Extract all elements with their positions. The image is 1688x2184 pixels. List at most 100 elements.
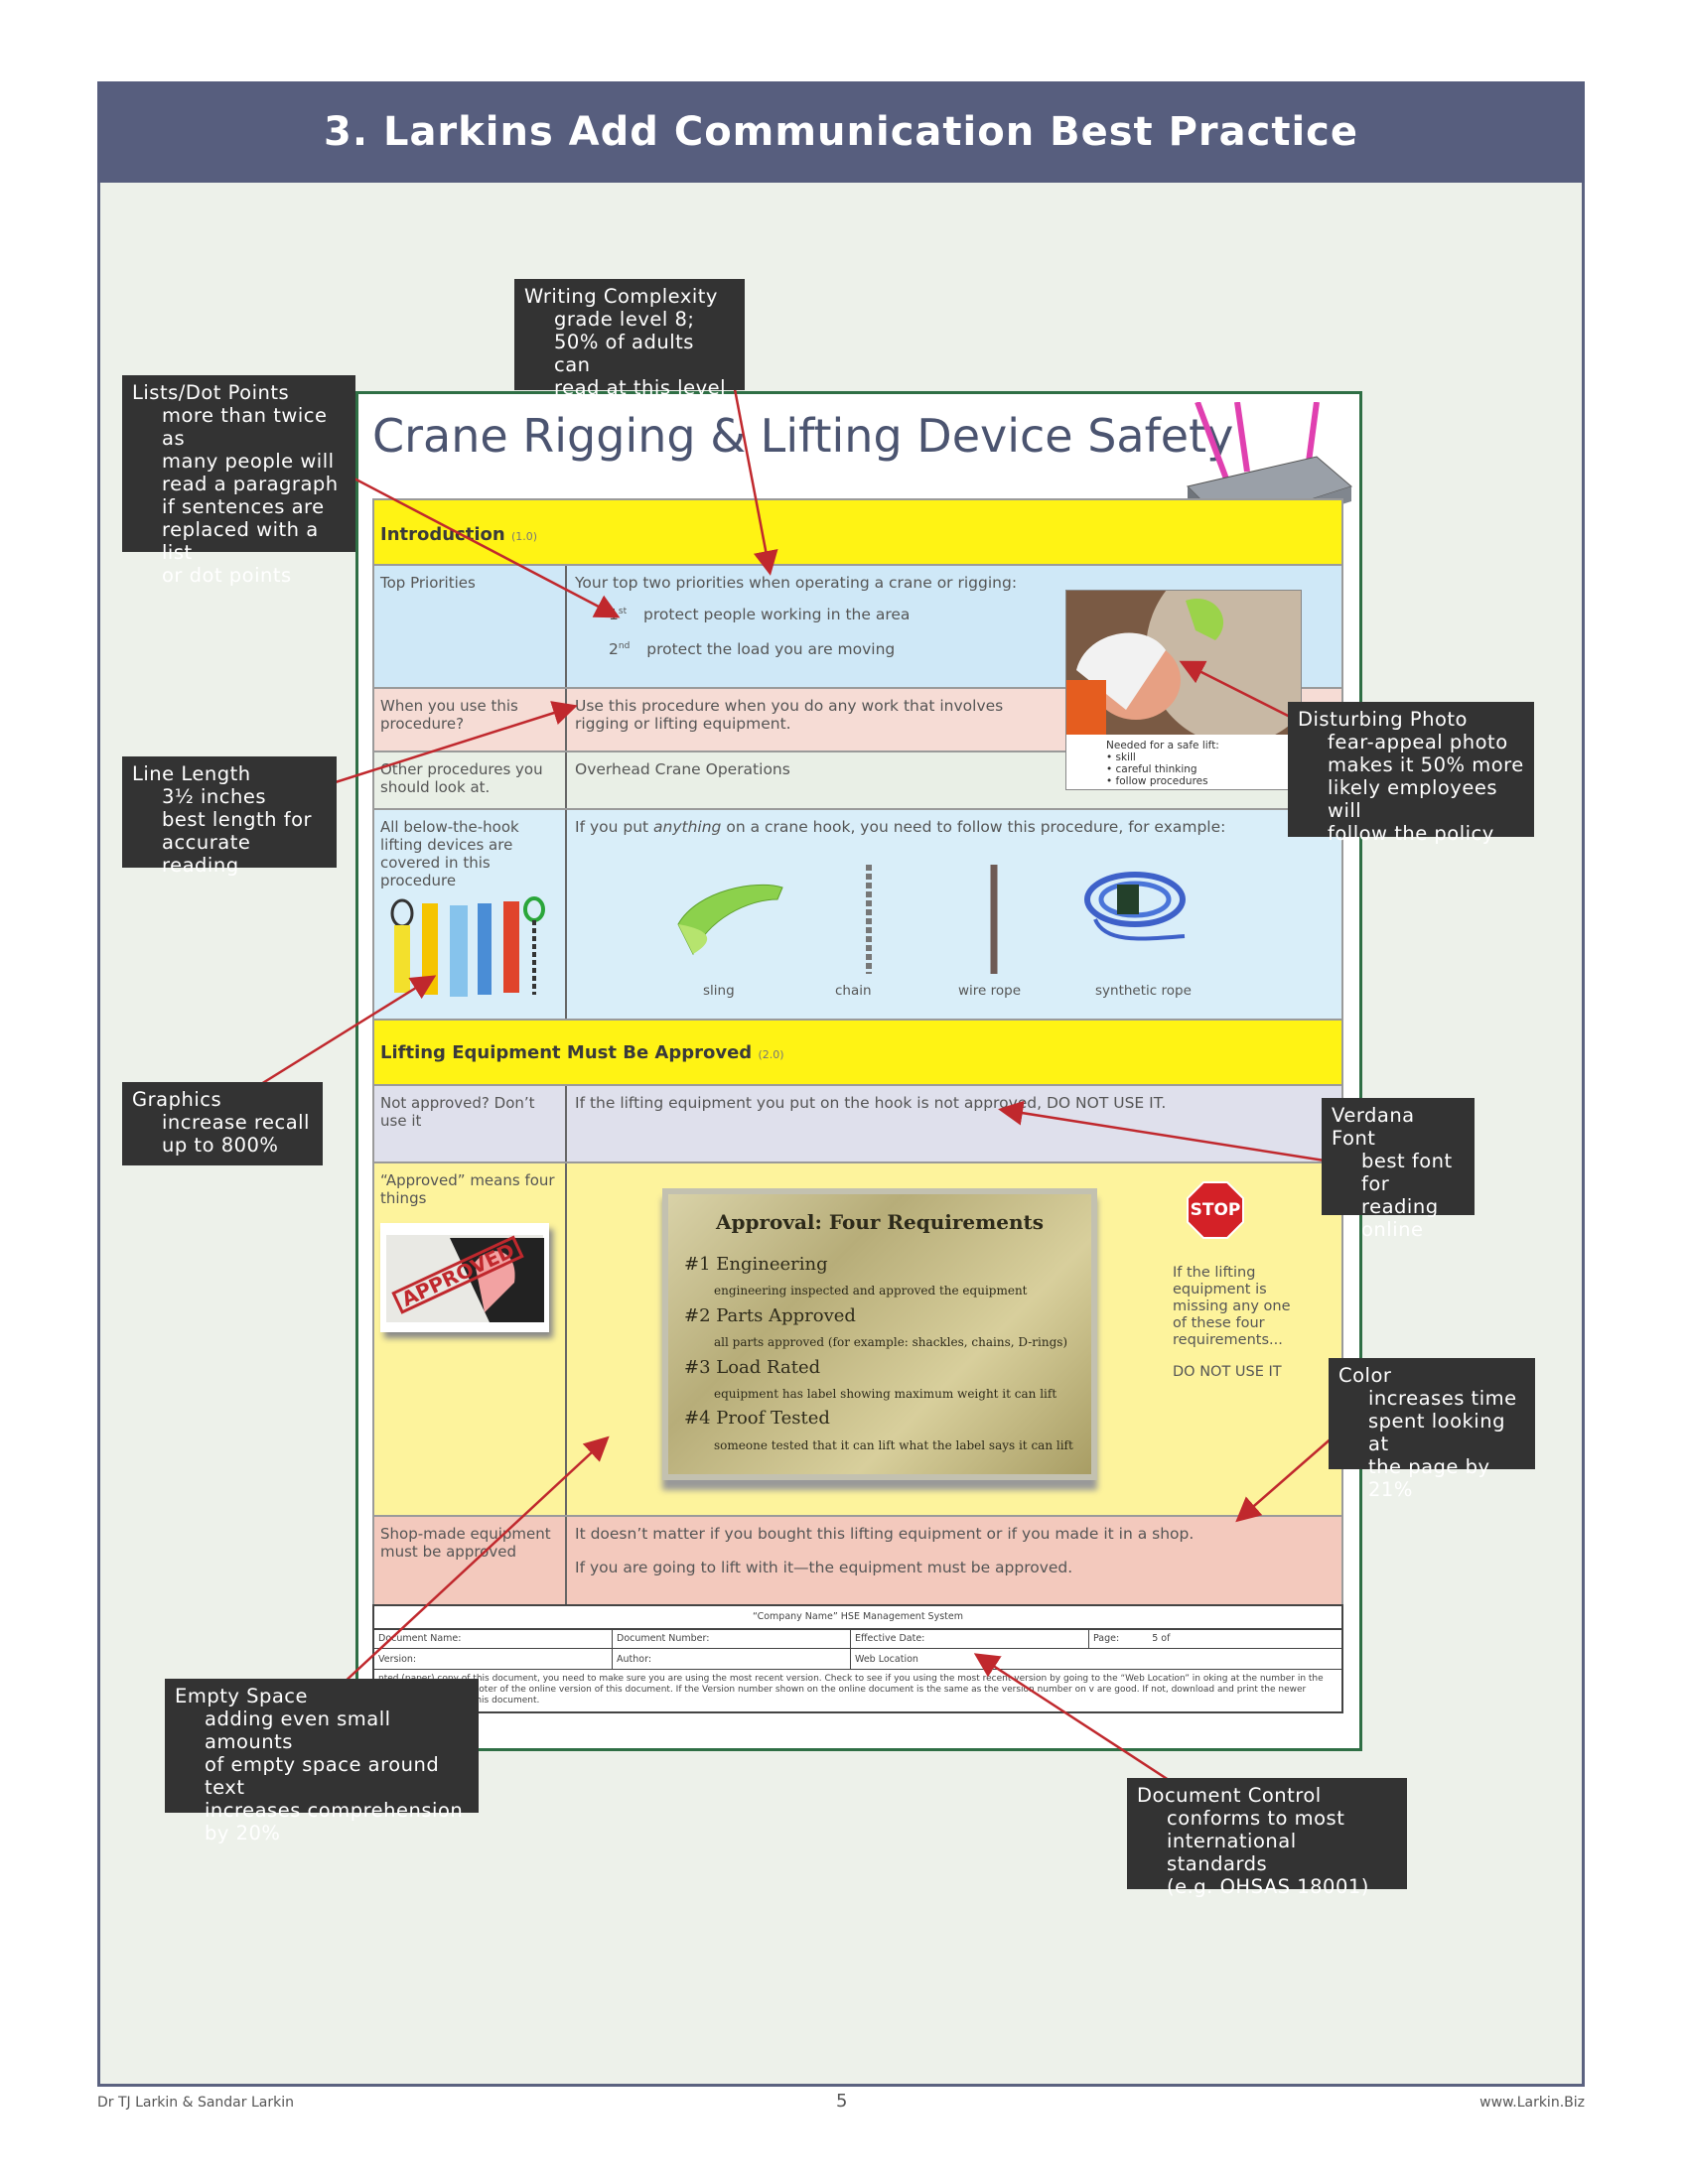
callout-heading: Empty Space bbox=[175, 1685, 309, 1707]
plaque-item: #1 Engineering bbox=[684, 1254, 828, 1275]
control-web-location: Web Location bbox=[851, 1649, 1341, 1670]
callout-lists: Lists/Dot Points more than twice as many… bbox=[122, 375, 355, 587]
section-introduction: Introduction (1.0) bbox=[372, 498, 1343, 564]
section-label: Lifting Equipment Must Be Approved bbox=[380, 1042, 753, 1063]
page-title: 3. Larkins Add Communication Best Practi… bbox=[324, 109, 1358, 155]
callout-heading: Verdana Font bbox=[1332, 1104, 1415, 1150]
devices-intro-post: on a crane hook, you need to follow this… bbox=[721, 818, 1226, 836]
callout-line: spent looking at bbox=[1368, 1410, 1505, 1455]
callout-writing-complexity: Writing Complexity grade level 8; 50% of… bbox=[514, 279, 745, 399]
priority-text: protect the load you are moving bbox=[646, 640, 896, 658]
plaque-item: #4 Proof Tested bbox=[684, 1408, 830, 1429]
stop-warning: DO NOT USE IT bbox=[1173, 1364, 1282, 1380]
priority-text: protect people working in the area bbox=[643, 606, 911, 623]
callout-line: increase recall bbox=[162, 1111, 310, 1134]
plaque-item-detail: all parts approved (for example: shackle… bbox=[714, 1335, 1068, 1349]
callout-verdana-font: Verdana Font best font for reading onlin… bbox=[1322, 1098, 1475, 1241]
photo-caption-item: • careful thinking bbox=[1106, 763, 1197, 775]
callout-line: 3½ inches bbox=[162, 785, 267, 808]
callout-line: increases comprehension bbox=[205, 1799, 464, 1822]
lifting-devices-icon bbox=[390, 896, 545, 997]
document-title: Crane Rigging & Lifting Device Safety bbox=[372, 409, 1234, 463]
photo-caption-title: Needed for a safe lift: bbox=[1106, 740, 1219, 751]
example-label-chain: chain bbox=[835, 983, 872, 999]
callout-line: replaced with a list bbox=[162, 518, 319, 564]
row-label-text: All below-the-hook lifting devices are c… bbox=[380, 818, 519, 889]
document-control-block: “Company Name” HSE Management System Doc… bbox=[372, 1604, 1343, 1713]
footer-page-number: 5 bbox=[836, 2091, 848, 2112]
devices-intro: If you put anything on a crane hook, you… bbox=[575, 818, 1336, 836]
callout-heading: Graphics bbox=[132, 1088, 222, 1111]
callout-line: likely employees will bbox=[1328, 776, 1497, 822]
priority-item: 2nd protect the load you are moving bbox=[609, 640, 895, 658]
priority-ordinal: st bbox=[618, 606, 628, 616]
priority-number: 2 bbox=[609, 640, 619, 658]
callout-line: if sentences are bbox=[162, 495, 325, 518]
callout-disturbing-photo: Disturbing Photo fear-appeal photo makes… bbox=[1288, 702, 1534, 845]
callout-graphics: Graphics increase recall up to 800% bbox=[122, 1082, 323, 1165]
wire-rope-image bbox=[990, 865, 998, 974]
callout-line: for reading bbox=[1361, 1172, 1439, 1218]
plaque-title: Approval: Four Requirements bbox=[715, 1210, 1045, 1234]
control-doc-number: Document Number: bbox=[613, 1628, 851, 1649]
row-label: “Approved” means four things APPROVED bbox=[374, 1163, 567, 1515]
row-label: Other procedures you should look at. bbox=[374, 752, 567, 808]
priorities-lead: Your top two priorities when operating a… bbox=[575, 574, 1018, 592]
row-content: Overhead Crane Operations bbox=[575, 760, 790, 778]
row-not-approved: Not approved? Don’t use it If the liftin… bbox=[372, 1084, 1343, 1161]
synthetic-rope-image bbox=[1084, 872, 1186, 941]
callout-line: read at this level bbox=[554, 376, 727, 399]
callout-line: conforms to most bbox=[1167, 1807, 1345, 1830]
example-label-sling: sling bbox=[703, 983, 735, 999]
callout-line-length: Line Length 3½ inches best length for ac… bbox=[122, 756, 337, 877]
plaque-item-detail: equipment has label showing maximum weig… bbox=[714, 1387, 1057, 1401]
arrow-verdana bbox=[998, 1100, 1332, 1163]
plaque-item-detail: someone tested that it can lift what the… bbox=[714, 1438, 1073, 1452]
callout-heading: Writing Complexity bbox=[524, 285, 718, 308]
section-ref: (2.0) bbox=[758, 1048, 784, 1061]
row-label: All below-the-hook lifting devices are c… bbox=[374, 810, 567, 1019]
section-approved: Lifting Equipment Must Be Approved (2.0) bbox=[372, 1019, 1343, 1084]
callout-heading: Lists/Dot Points bbox=[132, 381, 290, 404]
callout-heading: Disturbing Photo bbox=[1298, 708, 1468, 731]
row-label-text: “Approved” means four things bbox=[380, 1171, 555, 1207]
callout-heading: Line Length bbox=[132, 762, 251, 785]
footer-website: www.Larkin.Biz bbox=[1479, 2095, 1585, 2111]
shop-made-text-2: If you are going to lift with it—the equ… bbox=[575, 1559, 1073, 1576]
control-version: Version: bbox=[374, 1649, 613, 1670]
callout-line: adding even small amounts bbox=[205, 1707, 391, 1753]
photo-caption-item: • skill bbox=[1106, 751, 1136, 763]
control-page-label: Page: bbox=[1093, 1633, 1120, 1644]
approval-requirements-plaque: Approval: Four Requirements #1 Engineeri… bbox=[662, 1188, 1097, 1480]
arrow-color bbox=[1235, 1435, 1335, 1523]
callout-line: online bbox=[1361, 1218, 1424, 1241]
row-label: Top Priorities bbox=[374, 566, 567, 687]
devices-intro-pre: If you put bbox=[575, 818, 654, 836]
stop-sign-icon: STOP bbox=[1187, 1181, 1244, 1239]
callout-line: of empty space around text bbox=[205, 1753, 440, 1799]
callout-line: the page by 21% bbox=[1368, 1455, 1490, 1501]
control-page-value: 5 of bbox=[1152, 1633, 1171, 1644]
photo-caption-item: • follow procedures bbox=[1106, 775, 1208, 787]
sling-image bbox=[677, 884, 783, 956]
arrow-lists bbox=[327, 463, 621, 618]
callout-line: best font bbox=[1361, 1150, 1453, 1172]
control-header: “Company Name” HSE Management System bbox=[374, 1606, 1341, 1630]
worker-photo-image bbox=[1066, 556, 1325, 745]
control-author: Author: bbox=[613, 1649, 851, 1670]
row-devices: All below-the-hook lifting devices are c… bbox=[372, 808, 1343, 1019]
stop-text: If the lifting equipment is missing any … bbox=[1173, 1265, 1291, 1348]
callout-line: many people will bbox=[162, 450, 335, 473]
callout-line: accurate reading bbox=[162, 831, 251, 877]
row-label: When you use this procedure? bbox=[374, 689, 567, 751]
section-label: Introduction bbox=[380, 524, 505, 545]
arrow-writing bbox=[733, 388, 778, 576]
arrow-graphics bbox=[231, 975, 437, 1104]
plaque-item: #3 Load Rated bbox=[684, 1357, 821, 1378]
arrow-empty-space bbox=[327, 1435, 610, 1699]
control-effective-date: Effective Date: bbox=[851, 1628, 1089, 1649]
callout-line: increases time bbox=[1368, 1387, 1517, 1410]
callout-line: more than twice as bbox=[162, 404, 328, 450]
priority-ordinal: nd bbox=[618, 640, 631, 651]
